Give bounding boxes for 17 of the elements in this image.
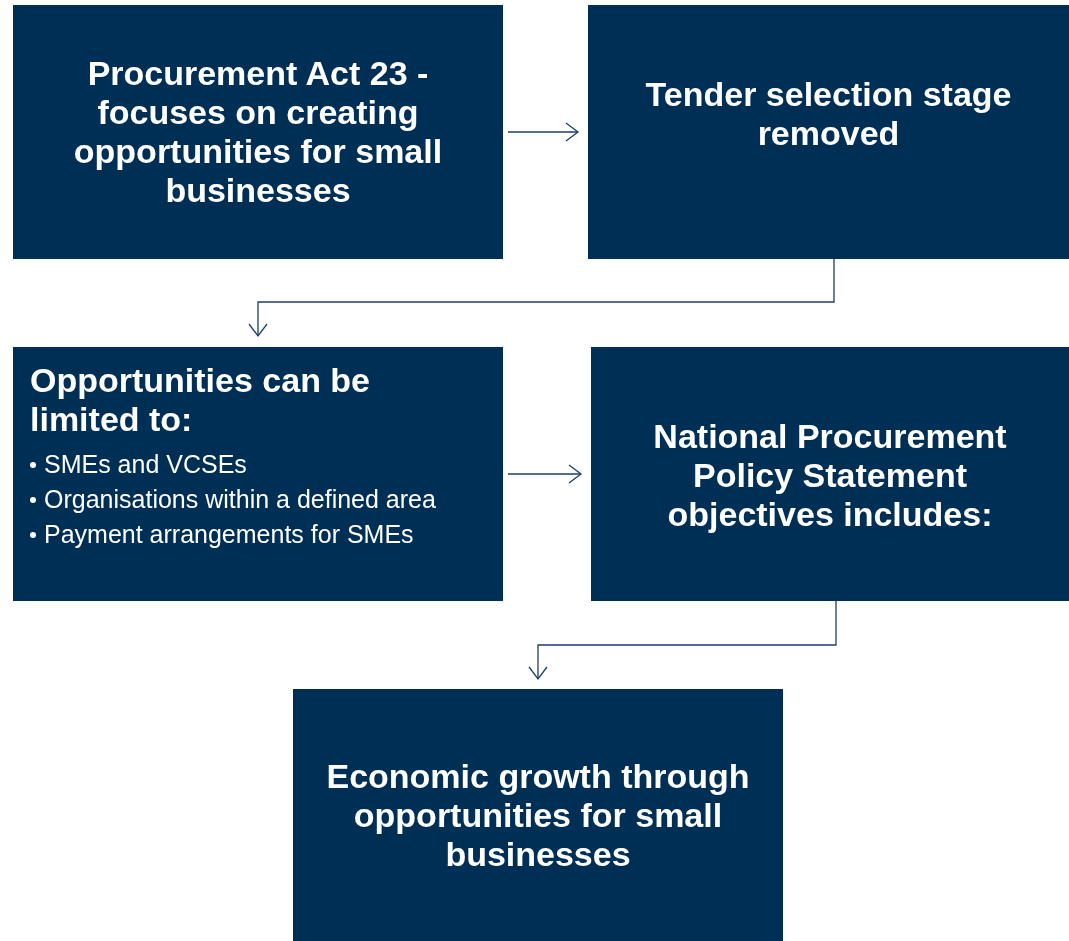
bullet-item: Organisations within a defined area (44, 484, 436, 515)
arrow (507, 464, 582, 484)
arrow (248, 258, 835, 337)
box-text: National Procurement Policy Statement objectives includes: (652, 417, 1008, 534)
process-box (591, 347, 1069, 601)
process-box (588, 5, 1069, 259)
box-heading: Opportunities can be limited to: (30, 361, 372, 439)
box-text: Tender selection stage removed (644, 75, 1013, 153)
process-box (13, 5, 503, 259)
bullet-item: Payment arrangements for SMEs (44, 519, 414, 550)
bullet-item: SMEs and VCSEs (44, 449, 247, 480)
process-box (13, 347, 503, 601)
arrow (528, 600, 837, 680)
process-box (293, 689, 783, 941)
box-text: Procurement Act 23 - focuses on creating opportunities for small businesses (72, 54, 444, 210)
arrow (507, 122, 579, 142)
box-text: Economic growth through opportunities for small businesses (325, 756, 751, 874)
